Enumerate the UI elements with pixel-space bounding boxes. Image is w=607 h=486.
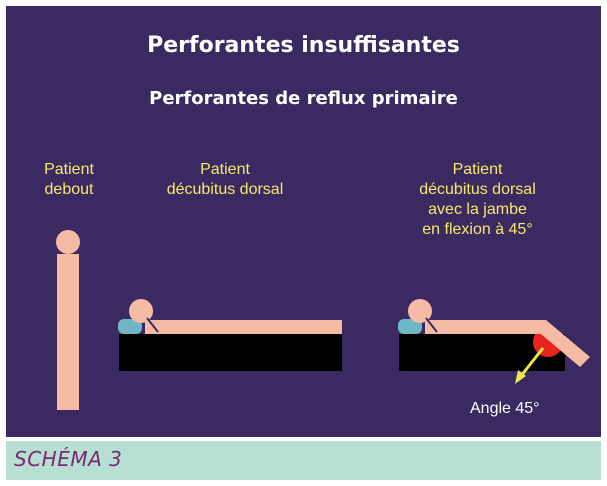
label-supine: Patient décubitus dorsal [150, 160, 300, 200]
pillow-flexion [398, 319, 422, 334]
supine-head [129, 299, 153, 323]
pillow-supine [118, 319, 142, 334]
angle-arrow-head [515, 370, 526, 384]
label-standing-line-1: Patient [44, 161, 94, 178]
flexion-figure [398, 299, 590, 384]
flexion-arm-line [425, 317, 438, 333]
standing-figure [56, 230, 80, 410]
label-supine-line-1: Patient [200, 161, 250, 178]
caption-bar: SCHÉMA 3 [6, 441, 601, 480]
label-standing-line-2: debout [44, 181, 94, 198]
label-flexion-line-4: en flexion à 45° [422, 221, 533, 238]
label-flexion-line-2: décubitus dorsal [419, 181, 536, 198]
table-supine [119, 334, 342, 371]
angle-arrow-shaft [519, 347, 545, 377]
flexion-body [425, 320, 590, 367]
diagram-title: Perforantes insuffisantes [147, 33, 460, 58]
label-flexion-line-3: avec la jambe [428, 201, 527, 218]
label-flexion: Patient décubitus dorsal avec la jambe e… [400, 160, 555, 240]
angle-label: Angle 45° [470, 400, 540, 417]
standing-head [56, 230, 80, 254]
standing-body [57, 254, 79, 410]
caption-text: SCHÉMA 3 [14, 447, 123, 471]
supine-arm-line [146, 317, 159, 333]
label-supine-line-2: décubitus dorsal [166, 181, 284, 198]
diagram-subtitle: Perforantes de reflux primaire [149, 88, 458, 109]
label-standing: Patient debout [34, 160, 104, 200]
flexion-head [408, 299, 432, 323]
supine-body [145, 320, 342, 334]
label-flexion-line-1: Patient [452, 161, 503, 178]
supine-figure [118, 299, 342, 371]
